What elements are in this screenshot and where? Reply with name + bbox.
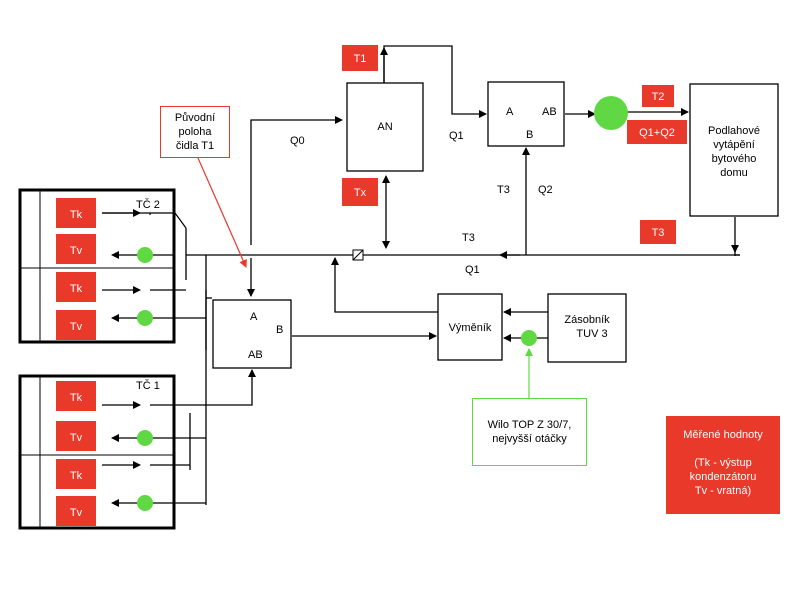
sensor-t1-label: T1 (354, 53, 367, 65)
floor-label-1: Podlahové (708, 125, 760, 137)
tank-label-1: Zásobník (564, 314, 610, 326)
legend-line-1: (Tk - výstup (694, 457, 752, 469)
heat-pump-circulators (137, 247, 153, 511)
t1-original-note: Původní poloha čidla T1 (160, 106, 230, 158)
pump-icon (137, 247, 153, 263)
t1-note-arrow (197, 157, 247, 268)
q1-pipe (331, 257, 438, 313)
flow-t3-line: T3 (462, 232, 475, 244)
legend-line-3: Tv - vratná) (694, 485, 752, 497)
mixer-top-a: A (506, 106, 514, 118)
accumulation-tank-an (346, 82, 424, 172)
sensor-t1 (342, 45, 378, 71)
mixer-bottom-a: A (250, 311, 258, 323)
main-pump-icon (594, 96, 628, 130)
legend-box: Měřené hodnoty (Tk - výstup kondenzátoru… (666, 416, 780, 514)
an-label: AN (377, 121, 392, 133)
tc1-tk-1: Tk (70, 392, 83, 404)
pump-icon (137, 310, 153, 326)
legend-line-2: kondenzátoru (689, 471, 757, 483)
sensor-t2-label: T2 (652, 91, 665, 103)
pump-icon (137, 495, 153, 511)
t1-note-line-3: čidla T1 (175, 140, 215, 152)
tc2-label: TČ 2 (136, 198, 160, 211)
sensor-t3-label: T3 (652, 227, 665, 239)
tc2-tk-1: Tk (70, 209, 83, 221)
tc2-tv-1: Tv (70, 245, 83, 257)
heat-pump-tc1 (18, 374, 206, 530)
floor-heating (689, 83, 779, 217)
tc2-sensors: Tk Tv Tk Tv (56, 198, 96, 340)
legend-title: Měřené hodnoty (683, 429, 763, 441)
t1-note-line-1: Původní (174, 112, 216, 124)
flow-q0: Q0 (290, 135, 305, 147)
tc1-tv-2: Tv (70, 507, 83, 519)
mixing-valve-bottom (212, 299, 292, 369)
dhw-pump-icon (521, 330, 537, 346)
pump-note-line-2: nejvyšší otáčky (492, 433, 567, 445)
pump-note-line-1: Wilo TOP Z 30/7, (487, 419, 572, 431)
mixer-top-ab: AB (542, 106, 557, 118)
mixer-bottom-ab: AB (248, 349, 263, 361)
mixing-valve-top (487, 81, 565, 147)
flow-t3-mid: T3 (497, 184, 510, 196)
sensor-tx (342, 178, 378, 206)
q0-pipe (250, 116, 343, 245)
mixer-bottom-b: B (276, 324, 283, 336)
tc1-label: TČ 1 (136, 379, 160, 392)
floor-label-4: domu (720, 167, 748, 179)
sensor-q1q2 (627, 120, 687, 144)
tc2-tv-2: Tv (70, 321, 83, 333)
sensor-q1q2-label: Q1+Q2 (639, 127, 675, 139)
heat-exchanger (437, 293, 503, 361)
sensor-t3 (640, 220, 676, 244)
t1-note-line-2: poloha (178, 126, 212, 138)
sensor-t2 (642, 85, 674, 107)
flow-q2: Q2 (538, 184, 553, 196)
floor-label-2: vytápění (713, 139, 755, 151)
mixer-bottom-ab-pipe (190, 369, 256, 406)
heat-pump-tc2 (18, 188, 206, 344)
exchanger-label: Výměník (449, 322, 492, 334)
pump-model-note: Wilo TOP Z 30/7, nejvyšší otáčky (472, 398, 587, 466)
tank-label-2: TUV 3 (576, 328, 607, 340)
flow-q1-line: Q1 (465, 264, 480, 276)
floor-label-3: bytového (712, 153, 757, 165)
tc1-tk-2: Tk (70, 470, 83, 482)
pipes (185, 45, 740, 505)
mixer-top-b: B (526, 129, 533, 141)
sensor-tx-label: Tx (354, 187, 367, 199)
pump-icon (137, 430, 153, 446)
flow-q1-top: Q1 (449, 130, 464, 142)
tc1-tv-1: Tv (70, 432, 83, 444)
dhw-tank (547, 293, 627, 363)
tc2-tk-2: Tk (70, 283, 83, 295)
tc1-sensors: Tk Tv Tk Tv (56, 381, 96, 526)
